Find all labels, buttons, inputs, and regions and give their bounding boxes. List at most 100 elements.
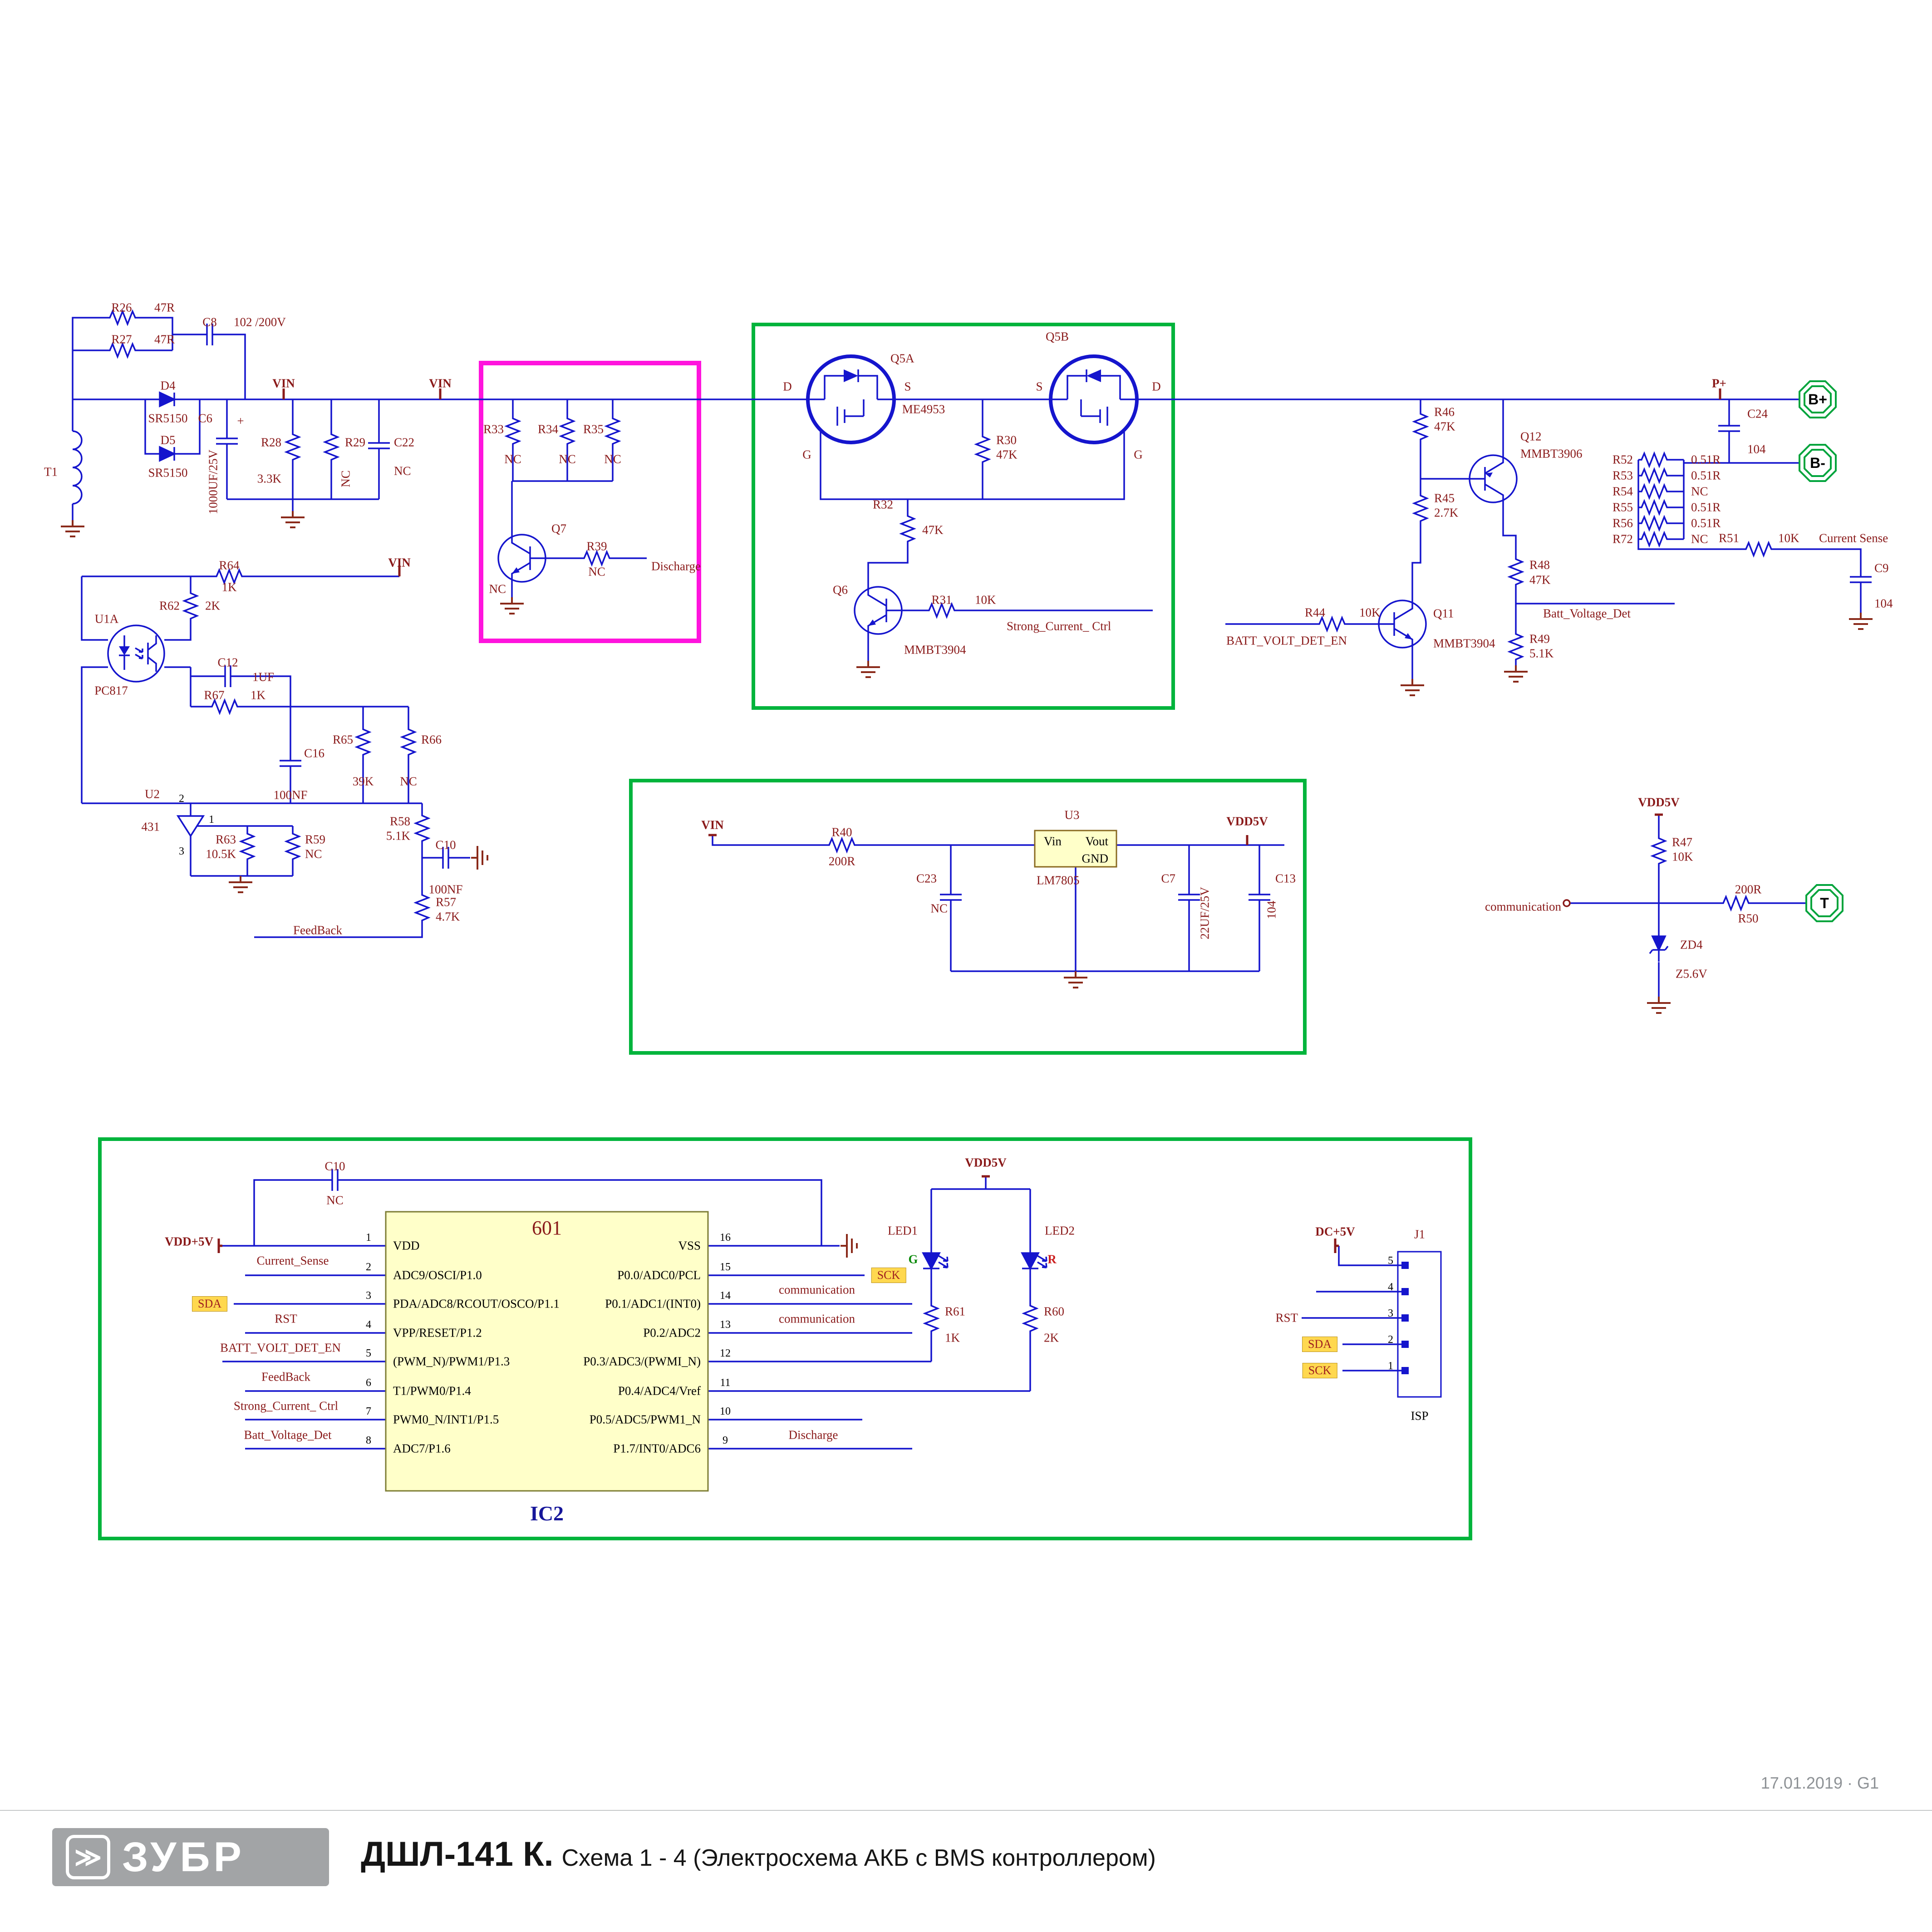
- schematic-label: 104: [1747, 442, 1766, 456]
- pin-label: ADC9/OSCI/P1.0: [393, 1268, 482, 1282]
- ic2-refdes: IC2: [530, 1502, 564, 1525]
- schematic-label: C10: [324, 1159, 345, 1173]
- pin-label: VDD: [393, 1239, 420, 1253]
- pin-label: P1.7/INT0/ADC6: [613, 1441, 701, 1455]
- pin-label: PDA/ADC8/RCOUT/OSCO/P1.1: [393, 1297, 560, 1311]
- schematic-label: R61: [945, 1304, 966, 1318]
- pin-number: 12: [720, 1347, 731, 1359]
- wire-comm-block: [1570, 815, 1806, 997]
- schematic-label: MMBT3904: [1433, 636, 1495, 650]
- net-label: VIN: [388, 556, 411, 570]
- net-tag: SCK: [871, 1268, 906, 1283]
- schematic-label: NC: [305, 847, 322, 861]
- schematic-label: 100NF: [273, 788, 308, 802]
- schematic-label: C13: [1275, 871, 1296, 885]
- pin-number: 3: [1388, 1308, 1393, 1319]
- pin-number: 5: [366, 1347, 371, 1359]
- schematic-label: 1K: [945, 1331, 960, 1345]
- pin-label: Vout: [1085, 834, 1108, 848]
- footer-divider: [0, 1810, 1932, 1811]
- schematic-label: D: [783, 379, 792, 393]
- schematic-label: RST: [1275, 1311, 1298, 1325]
- pin-label: P0.1/ADC1/(INT0): [605, 1297, 701, 1311]
- schematic-label: 5.1K: [386, 829, 410, 843]
- schematic-label: +: [237, 414, 244, 428]
- schematic-label: R63: [215, 832, 236, 846]
- pin-number: 7: [366, 1406, 371, 1417]
- schematic-label: 10K: [1778, 531, 1799, 545]
- wire-mcu-block: [222, 1176, 1401, 1450]
- schematic-label: R54: [1612, 484, 1633, 498]
- pin-number: 15: [720, 1261, 731, 1273]
- schematic-label: Discharge: [788, 1428, 838, 1442]
- schematic-label: R28: [261, 435, 281, 449]
- schematic-label: LED2: [1045, 1224, 1075, 1238]
- schematic-label: NC: [504, 452, 521, 466]
- pin-label: PWM0_N/INT1/P1.5: [393, 1412, 499, 1426]
- pin-label: ISP: [1411, 1409, 1429, 1423]
- schematic-label: R49: [1529, 632, 1550, 646]
- schematic-label: R27: [111, 332, 132, 346]
- schematic-label: C12: [217, 655, 238, 669]
- schematic-label: 1UF: [252, 670, 275, 684]
- wire-opto-block: [81, 575, 470, 938]
- schematic-label: R52: [1612, 452, 1633, 467]
- pin-number: 13: [720, 1319, 731, 1331]
- schematic-label: 10K: [1359, 605, 1381, 619]
- schematic-label: T1: [44, 465, 58, 479]
- schematic-label: Z5.6V: [1676, 967, 1707, 981]
- schematic-label: 22UF/25V: [1198, 887, 1212, 939]
- schematic-label: J1: [1414, 1227, 1426, 1241]
- led-color-label: R: [1047, 1252, 1057, 1266]
- revision-date: 17.01.2019 · G1: [1760, 1774, 1879, 1792]
- net-tag: SCK: [1302, 1363, 1337, 1378]
- schematic-label: 47K: [1529, 573, 1551, 587]
- schematic-label: communication: [779, 1283, 855, 1297]
- pin-label: T1/PWM0/P1.4: [393, 1384, 471, 1398]
- schematic-label: 200R: [828, 854, 855, 868]
- pin-label: GND: [1082, 851, 1109, 865]
- schematic-label: S: [904, 379, 911, 393]
- sheet-title: ДШЛ-141 К. Схема 1 - 4 (Электросхема АКБ…: [361, 1834, 1156, 1874]
- net-label: VDD5V: [1226, 814, 1268, 828]
- schematic-label: R32: [872, 497, 893, 511]
- pin-number: 10: [720, 1406, 731, 1417]
- schematic-label: R29: [345, 435, 366, 449]
- schematic-label: R47: [1672, 835, 1693, 849]
- schematic-label: 10K: [975, 593, 996, 607]
- schematic-label: R39: [586, 539, 607, 553]
- schematic-label: 47K: [922, 523, 944, 537]
- pin-number: 1: [366, 1232, 371, 1244]
- schematic-label: C10: [435, 838, 456, 852]
- net-label: P+: [1712, 376, 1726, 390]
- schematic-label: PC817: [94, 683, 128, 698]
- pin-number: 1: [1388, 1360, 1393, 1372]
- schematic-label: NC: [400, 774, 417, 788]
- schematic-label: Q11: [1433, 606, 1454, 620]
- ic2-body: [385, 1211, 709, 1492]
- schematic-label: 1K: [221, 580, 237, 594]
- schematic-label: R46: [1434, 405, 1455, 419]
- schematic-label: U1A: [94, 612, 119, 626]
- schematic-label: C9: [1874, 561, 1889, 575]
- net-label: VDD5V: [965, 1155, 1007, 1170]
- schematic-label: NC: [394, 464, 411, 478]
- net-tag: SDA: [192, 1296, 228, 1312]
- led-color-label: G: [908, 1252, 918, 1266]
- pin-number: 4: [366, 1319, 371, 1331]
- pin-label: VPP/RESET/P1.2: [393, 1326, 482, 1340]
- pin-label: ADC7/P1.6: [393, 1441, 451, 1455]
- schematic-label: Q7: [551, 521, 566, 536]
- schematic-label: Q6: [833, 583, 848, 597]
- schematic-label: R30: [996, 433, 1017, 447]
- schematic-label: R35: [583, 422, 604, 436]
- schematic-label: SR5150: [148, 466, 188, 480]
- highlight-boxes: [98, 323, 1472, 1540]
- schematic-label: Current_Sense: [256, 1254, 329, 1268]
- wire-mosfet-block: [820, 398, 1799, 661]
- schematic-label: communication: [1485, 900, 1561, 914]
- schematic-label: RST: [275, 1312, 297, 1326]
- schematic-label: FeedBack: [293, 923, 342, 937]
- highlight-box-mosfets: [752, 323, 1175, 710]
